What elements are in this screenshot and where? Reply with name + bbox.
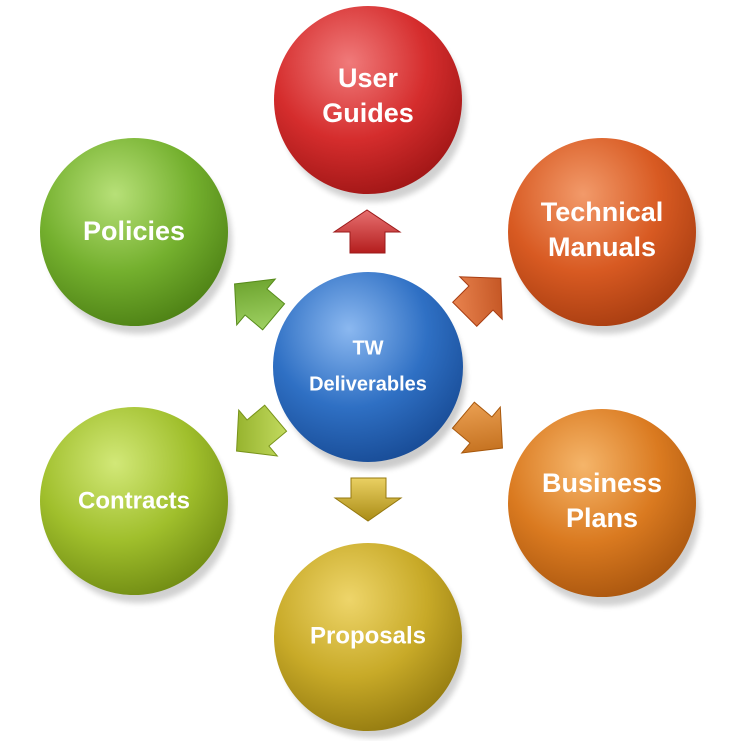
node-contracts-circle (40, 407, 228, 595)
node-technical-manuals-circle (508, 138, 696, 326)
node-proposals-label: Proposals (310, 622, 426, 649)
node-contracts-label: Contracts (78, 487, 190, 514)
arrow-technical-manuals (452, 276, 503, 327)
node-user-guides-line1: User (338, 63, 399, 93)
center-node-circle (273, 272, 463, 462)
arrow-policies (234, 278, 286, 331)
node-policies-circle (40, 138, 228, 326)
center-node-line2: Deliverables (309, 373, 427, 395)
arrow-contracts (236, 404, 288, 457)
arrow-proposals (333, 477, 403, 522)
node-business-plans-line2: Plans (566, 503, 638, 533)
node-user-guides-circle (274, 6, 462, 194)
arrow-user-guides-shape (332, 209, 402, 254)
node-technical-manuals-line1: Technical (541, 197, 664, 227)
node-technical-manuals-line2: Manuals (548, 232, 656, 262)
node-proposals-circle (274, 543, 462, 731)
center-node-line1: TW (352, 337, 383, 359)
node-business-plans-circle (508, 409, 696, 597)
node-business-plans-line1: Business (542, 468, 662, 498)
node-policies-label: Policies (83, 216, 185, 246)
node-user-guides-line2: Guides (322, 98, 414, 128)
arrow-business-plans (451, 401, 503, 454)
